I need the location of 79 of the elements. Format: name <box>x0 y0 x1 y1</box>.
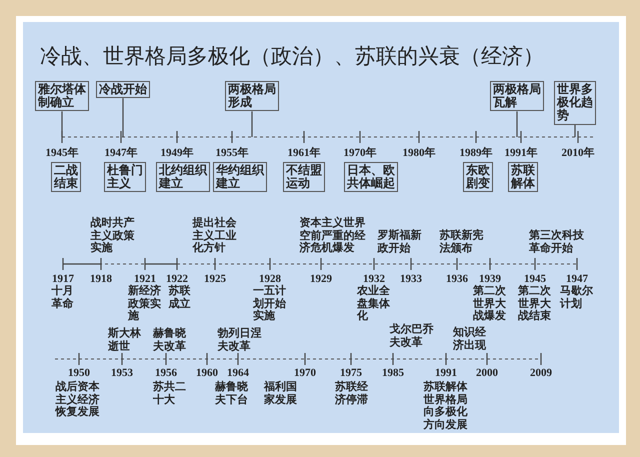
year-label: 2000 <box>476 367 498 380</box>
year-label: 1947年 <box>104 147 138 160</box>
event-label: 战时共产主义政策实施 <box>90 217 136 255</box>
year-label: 1925 <box>204 273 226 286</box>
event-label: 戈尔巴乔夫改革 <box>390 324 434 349</box>
event-text: 两极格局瓦解 <box>493 83 541 110</box>
event-text: 二战结束 <box>54 164 78 190</box>
year-label: 1945 <box>524 273 546 285</box>
title: 冷战、世界格局多极化（政治）、苏联的兴衰（经济） <box>40 44 544 70</box>
event-label: 资本主义世界空前严重的经济危机爆发 <box>300 217 366 255</box>
leader-line <box>574 124 576 137</box>
event-text: 北约组织建立 <box>159 164 207 190</box>
year-label: 1936 <box>446 273 468 286</box>
year-label: 1989年 <box>460 147 492 160</box>
year-label: 1961年 <box>288 147 320 160</box>
event-label: 勃列日涅夫改革 <box>218 328 262 353</box>
event-label: 一五计划开始实施 <box>253 285 287 323</box>
year-label: 1932 <box>363 273 385 285</box>
year-label: 2009 <box>530 367 552 380</box>
event-label: 苏联成立 <box>168 285 192 310</box>
event-label: 战后资本主义经济恢复发展 <box>56 381 100 419</box>
year-label: 1945年 <box>46 147 78 160</box>
year-label: 1975 <box>340 367 362 380</box>
event-text: 不结盟运动 <box>286 164 322 190</box>
year-label: 1939 <box>479 273 501 285</box>
event-text: 华约组织建立 <box>216 164 264 190</box>
year-label: 1970年 <box>344 147 376 160</box>
year-label: 1960 <box>196 367 218 380</box>
event-label: 马歇尔计划 <box>560 285 594 310</box>
event-label: 苏共二十大 <box>153 381 187 406</box>
event-text: 杜鲁门主义 <box>107 164 143 190</box>
year-label: 1950 <box>68 367 90 380</box>
event-label: 罗斯福新政开始 <box>378 230 422 255</box>
event-label: 第三次科技革命开始 <box>529 230 585 255</box>
event-label: 十月革命 <box>52 285 74 310</box>
year-label: 1953 <box>111 367 133 380</box>
year-label: 1922 <box>166 273 188 285</box>
event-label: 第二次世界大战爆发 <box>473 285 507 323</box>
year-label: 1929 <box>310 273 332 286</box>
event-label: 斯大林逝世 <box>108 328 142 353</box>
leader-line <box>61 111 63 137</box>
event-text: 日本、欧共体崛起 <box>347 164 395 190</box>
event-label: 赫鲁晓夫下台 <box>215 381 249 406</box>
event-label: 新经济政策实施 <box>128 285 162 323</box>
year-label: 2010年 <box>562 147 594 160</box>
event-text: 世界多极化趋势 <box>557 83 593 123</box>
year-label: 1947 <box>566 273 588 285</box>
event-box <box>96 81 150 98</box>
event-text: 苏联解体 <box>511 164 535 190</box>
year-label: 1921 <box>134 273 156 285</box>
year-label: 1955年 <box>216 147 248 160</box>
event-text: 两极格局形成 <box>228 83 276 110</box>
event-label: 苏联解体世界格局向多极化方向发展 <box>424 381 468 432</box>
event-label: 苏联新宪法颁布 <box>440 230 484 255</box>
year-label: 1933 <box>400 273 422 286</box>
year-label: 1949年 <box>160 147 194 160</box>
year-label: 1928 <box>259 273 281 285</box>
event-text: 雅尔塔体制确立 <box>38 83 86 110</box>
event-label: 福利国家发展 <box>264 381 298 406</box>
event-label: 农业全盘集体化 <box>357 285 391 323</box>
year-label: 1956 <box>155 367 177 380</box>
leader-line <box>516 111 518 137</box>
event-label: 第二次世界大战结束 <box>518 285 552 323</box>
year-label: 1918 <box>90 273 112 286</box>
event-label: 提出社会主义工业化方针 <box>192 217 238 255</box>
year-label: 1985 <box>382 367 404 380</box>
year-label: 1964 <box>227 367 249 380</box>
year-label: 1991 <box>435 367 457 380</box>
year-label: 1917 <box>52 273 74 285</box>
event-label: 知识经济出现 <box>453 326 487 352</box>
year-label: 1970 <box>294 367 316 380</box>
year-label: 1991年 <box>504 147 538 160</box>
leader-line <box>251 111 253 137</box>
leader-line <box>122 98 124 137</box>
event-label: 苏联经济停滞 <box>335 381 369 406</box>
event-label: 赫鲁晓夫改革 <box>153 328 187 353</box>
event-text: 冷战开始 <box>99 83 147 96</box>
event-text: 东欧剧变 <box>466 164 490 190</box>
year-label: 1980年 <box>402 147 436 160</box>
